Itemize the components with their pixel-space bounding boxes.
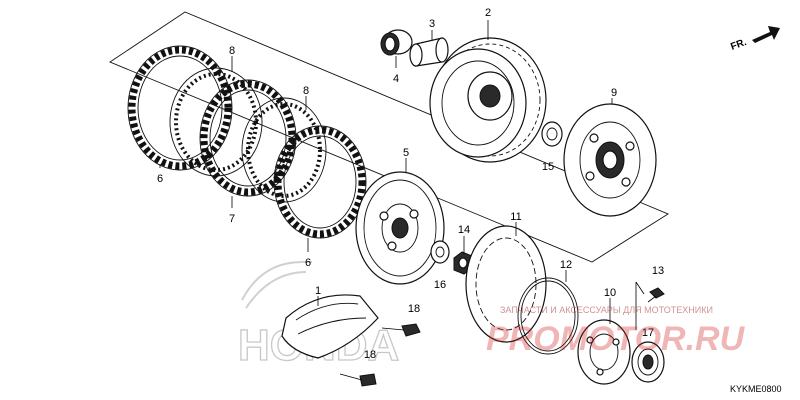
part-3-bushing — [409, 37, 449, 67]
label-part-18b: 18 — [364, 349, 376, 361]
label-part-11: 11 — [510, 211, 521, 223]
part-12-seat-ring — [517, 277, 579, 355]
part-15-washer — [541, 121, 563, 147]
watermark-tagline: ЗАПЧАСТИ И АКСЕССУАРЫ ДЛЯ МОТОТЕХНИКИ — [500, 305, 713, 315]
part-17-bearing — [631, 341, 665, 383]
diagram-code: KYKME0800 — [730, 384, 782, 394]
part-6-friction-disc-a — [127, 45, 233, 171]
part-16-washer — [430, 240, 450, 264]
store-watermark: ЗАПЧАСТИ И АКСЕССУАРЫ ДЛЯ МОТОТЕХНИКИ PR… — [486, 305, 746, 358]
label-part-8a: 8 — [229, 45, 235, 57]
front-direction-marker: FR. — [729, 26, 780, 53]
label-part-13: 13 — [652, 265, 664, 277]
part-6-friction-disc-b — [273, 125, 367, 239]
label-part-12: 12 — [560, 259, 572, 271]
part-10-lifter-plate — [577, 319, 631, 385]
label-part-10: 10 — [604, 287, 616, 299]
label-part-3: 3 — [429, 18, 435, 30]
label-part-6b: 6 — [305, 257, 311, 269]
label-part-16: 16 — [434, 279, 446, 291]
label-part-4: 4 — [393, 73, 399, 85]
part-5-clutch-center — [355, 171, 445, 285]
part-1-oil-guide — [281, 294, 379, 359]
label-part-2: 2 — [485, 7, 491, 19]
part-13-bolt — [647, 287, 665, 303]
front-label: FR. — [729, 37, 748, 53]
part-2-clutch-outer — [429, 37, 547, 163]
leader-lines — [159, 20, 645, 330]
clutch-plate-stack — [127, 45, 367, 239]
label-part-9: 9 — [611, 87, 617, 99]
part-labels: 2 3 4 8 8 9 5 15 6 7 6 14 11 16 12 13 10… — [157, 7, 664, 361]
watermark-logo: PROMOTOR.RU — [486, 320, 746, 358]
label-part-18a: 18 — [408, 303, 420, 315]
label-part-8b: 8 — [303, 85, 309, 97]
label-part-7: 7 — [229, 213, 235, 225]
part-9-pressure-plate — [563, 103, 657, 217]
label-part-5: 5 — [403, 147, 409, 159]
label-part-14: 14 — [458, 224, 470, 236]
label-part-6a: 6 — [157, 173, 163, 185]
label-part-17: 17 — [642, 327, 654, 339]
front-arrow-icon — [752, 26, 780, 43]
part-18-bolt-upper — [381, 323, 421, 337]
label-part-15: 15 — [542, 161, 554, 173]
part-4-collar — [380, 29, 413, 56]
label-part-1: 1 — [315, 285, 321, 297]
part-18-bolt-lower — [339, 373, 377, 387]
